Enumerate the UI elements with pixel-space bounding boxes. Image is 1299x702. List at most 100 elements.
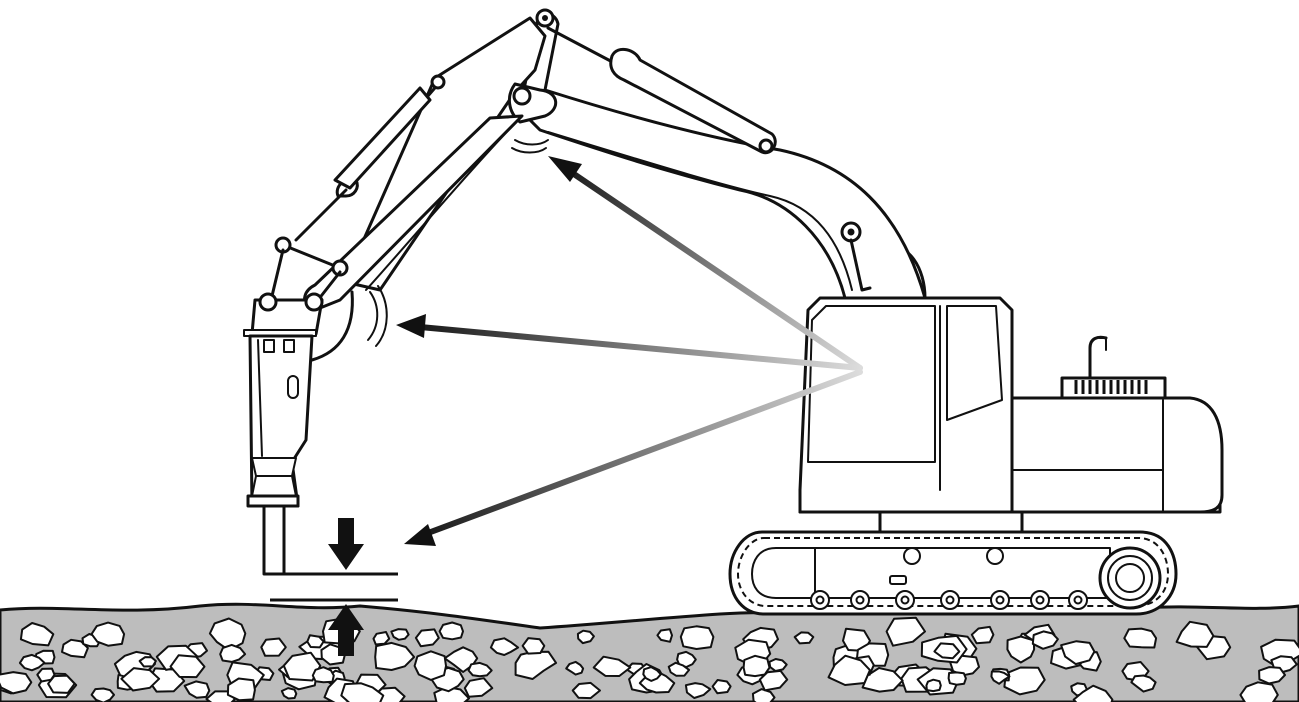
ground-rock <box>1060 640 1096 666</box>
ground-rock <box>169 654 206 679</box>
ground-rock <box>1072 684 1114 702</box>
ground-rock <box>1031 630 1059 650</box>
ground-rock <box>311 666 335 684</box>
ground-rock <box>1239 681 1279 702</box>
ground-rock <box>372 631 391 646</box>
bucket-cylinder-barrel <box>333 86 432 190</box>
ground-rock <box>742 654 771 678</box>
exhaust-pipe <box>1088 335 1108 380</box>
ground-rock <box>120 667 161 692</box>
ground-rock <box>183 680 211 699</box>
ground <box>0 602 1299 702</box>
boom-cylinder-stub <box>849 238 872 292</box>
ground-rock <box>679 625 715 650</box>
ground-rock <box>0 671 33 695</box>
track-roller-hub <box>855 595 865 605</box>
ground-rock <box>656 628 673 643</box>
operator-view-arrows <box>396 156 863 546</box>
ground-rock <box>489 637 520 656</box>
breaker-bracket-pin-right <box>304 292 324 312</box>
ground-rock <box>340 682 385 702</box>
ground-rock <box>226 677 256 702</box>
arm-cylinder-rod <box>546 26 622 68</box>
ground-rock <box>282 651 322 682</box>
ground-rock <box>521 637 546 655</box>
arm <box>270 16 558 362</box>
arrow-to-breaker <box>417 324 863 371</box>
boom-hose <box>547 131 853 291</box>
upper-structure <box>798 296 1224 514</box>
down-arrow-icon <box>328 518 364 570</box>
track-frame-slot <box>889 575 907 585</box>
ground-rock <box>565 660 585 676</box>
ground-rock <box>711 679 732 695</box>
ground-rock <box>18 653 46 672</box>
ground-rock <box>280 687 298 700</box>
engine-housing <box>1010 396 1224 514</box>
up-arrow-icon <box>328 604 364 656</box>
ground-rock <box>36 667 56 683</box>
boom-pin-top-dot <box>542 15 548 21</box>
track-roller-hub <box>1073 595 1083 605</box>
ground-rock <box>414 628 440 648</box>
vibration-mark-2 <box>375 285 388 347</box>
linkage-pin-right <box>331 259 349 277</box>
ground-rock <box>925 678 942 693</box>
carrier-roller-left <box>903 547 921 565</box>
ground-rock <box>390 628 410 641</box>
arrow-to-arm-joint <box>565 167 863 371</box>
ground-rock <box>208 617 247 652</box>
ground-rock <box>571 681 601 700</box>
cab-side-window <box>946 305 1003 421</box>
ground-rock <box>1123 627 1158 649</box>
hydraulic-breaker <box>243 292 324 576</box>
breaker-body-line <box>257 339 263 457</box>
vibration-mark-4 <box>511 147 547 154</box>
ground-rock <box>138 656 157 668</box>
exhaust-tip <box>1099 337 1107 351</box>
track-roller-hub <box>1035 595 1045 605</box>
arm-cylinder-barrel <box>609 47 777 155</box>
breaker-bolt-1 <box>263 339 275 353</box>
vibration-mark-1 <box>367 291 379 341</box>
track-rollers <box>810 590 1088 610</box>
ground-rock <box>260 637 287 657</box>
ground-rock <box>47 674 76 694</box>
clearance-indicator <box>264 518 398 656</box>
ground-rock <box>1258 666 1286 685</box>
ground-rock <box>933 642 961 660</box>
bucket-cylinder-pin <box>430 74 446 90</box>
ground-rock <box>61 638 89 659</box>
breaker-slot <box>287 375 299 399</box>
ground-rocks <box>0 616 1299 702</box>
ground-rock <box>463 677 494 698</box>
ground-rock <box>793 631 815 645</box>
bucket-cylinder-lower-rod <box>294 188 348 242</box>
linkage-link <box>281 243 342 270</box>
linkage-arm-left <box>270 248 285 298</box>
engine-vents <box>1074 380 1148 394</box>
ground-rock <box>592 655 632 677</box>
boom-body <box>518 12 927 300</box>
ground-rock <box>684 682 712 699</box>
ground-rock <box>768 658 788 672</box>
ground-rock <box>970 625 995 645</box>
arm-hose <box>365 117 521 291</box>
ground-rock <box>19 622 55 647</box>
arm-cylinder-pin <box>758 138 774 154</box>
ground-rock <box>676 650 697 669</box>
drive-sprocket-hub <box>1115 563 1145 593</box>
ground-rock <box>576 629 595 645</box>
breaker-lower-clamp <box>251 475 297 497</box>
boom-cylinder-pin-dot <box>847 228 855 236</box>
ground-rock <box>433 686 470 702</box>
arrow-head-arm-joint-icon <box>548 156 582 182</box>
track-frame <box>751 547 1111 599</box>
crawler-track <box>728 506 1178 616</box>
boom <box>518 8 927 300</box>
ground-rock <box>1130 674 1157 693</box>
linkage-arm-right <box>316 270 342 302</box>
track-roller-hub <box>815 595 825 605</box>
